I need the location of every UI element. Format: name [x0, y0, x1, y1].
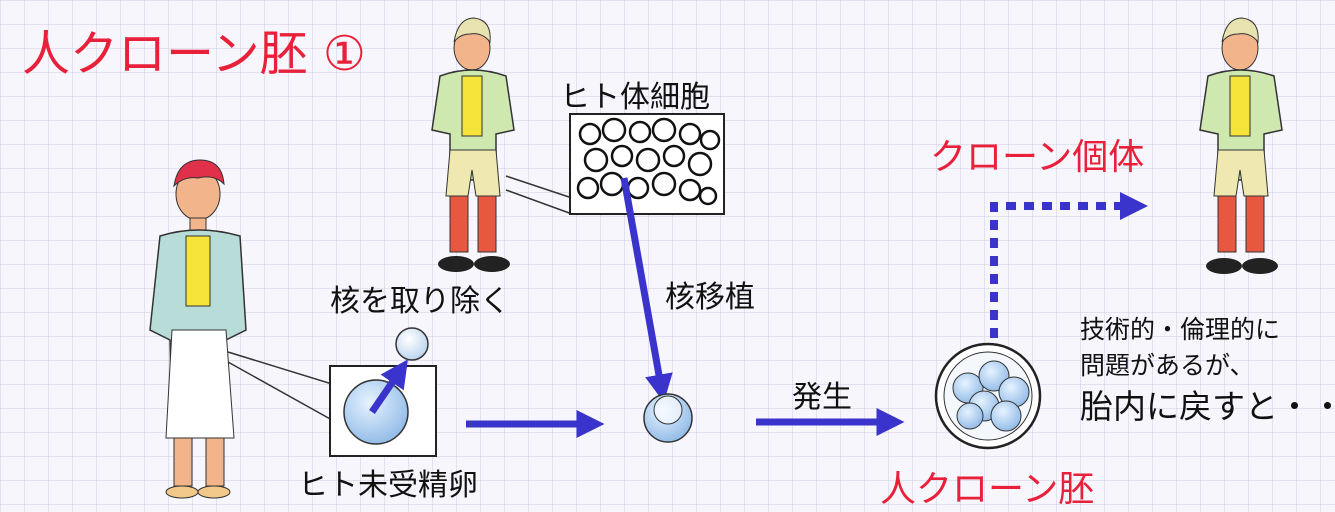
page-title: 人クローン胚 ①: [22, 26, 366, 82]
note-line-2: 問題があるが、: [1080, 351, 1255, 380]
note-line-3: 胎内に戻すと・・: [1080, 387, 1335, 426]
dotted-arrow-to-clone: [990, 202, 1124, 338]
note-line-1: 技術的・倫理的に: [1080, 315, 1281, 344]
label-development: 発生: [792, 380, 852, 415]
label-body-cell: ヒト体細胞: [560, 80, 710, 115]
label-clone-embryo: 人クローン胚: [880, 469, 1095, 510]
label-unfertilized-egg: ヒト未受精卵: [298, 468, 478, 503]
label-nuclear-transfer: 核移植: [665, 280, 755, 315]
label-remove-nucleus: 核を取り除く: [330, 284, 510, 319]
dotted-arrow-head: [1120, 192, 1148, 220]
reconstructed-egg: [643, 393, 693, 443]
woman-figure: [149, 159, 247, 499]
body-cells-inset: [505, 113, 725, 215]
man-figure-clone: [1199, 17, 1283, 274]
clone-embryo: [934, 342, 1042, 450]
label-clone-individual: クローン個体: [930, 137, 1145, 178]
nucleus-transfer-arrow: [620, 177, 673, 403]
man-figure-donor: [431, 17, 515, 272]
egg-inset: [227, 327, 437, 457]
